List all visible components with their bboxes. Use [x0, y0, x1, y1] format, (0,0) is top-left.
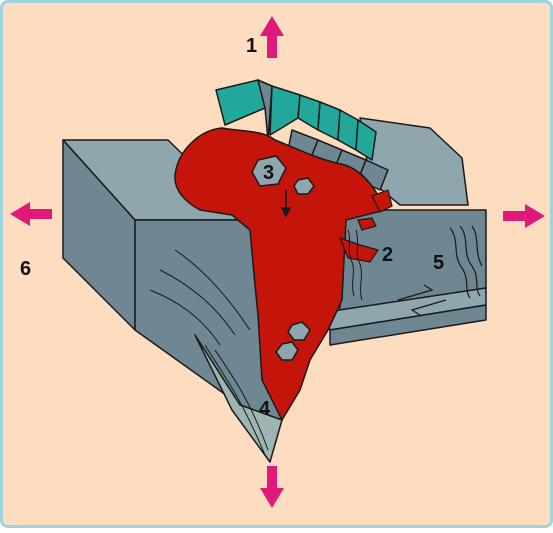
breccia-texture [347, 229, 363, 301]
arrow-left-icon [10, 202, 52, 226]
arrow-down-icon [260, 466, 284, 508]
small-down-arrow [280, 190, 292, 218]
crystal-hexagon [275, 341, 299, 361]
label-6: 6 [20, 258, 31, 280]
crystal-hexagon [293, 177, 315, 195]
direction-arrows [10, 16, 545, 508]
lower-wedge [149, 249, 283, 463]
arrow-right-icon [503, 204, 545, 228]
diagram-labels: 1 2 3 4 5 6 [20, 35, 444, 420]
label-1: 1 [246, 35, 257, 57]
crystal-hexagon [287, 321, 311, 341]
magma-body [174, 127, 393, 421]
label-2: 2 [382, 244, 393, 266]
crystals [251, 155, 315, 361]
right-rock-block [325, 117, 487, 346]
crystal-hexagon [251, 155, 287, 187]
label-4: 4 [259, 398, 271, 420]
label-5: 5 [433, 252, 444, 274]
arrow-up-icon [260, 16, 284, 58]
folded-strata [449, 225, 483, 299]
label-3: 3 [263, 162, 274, 184]
half-arrows-icon [397, 284, 447, 316]
